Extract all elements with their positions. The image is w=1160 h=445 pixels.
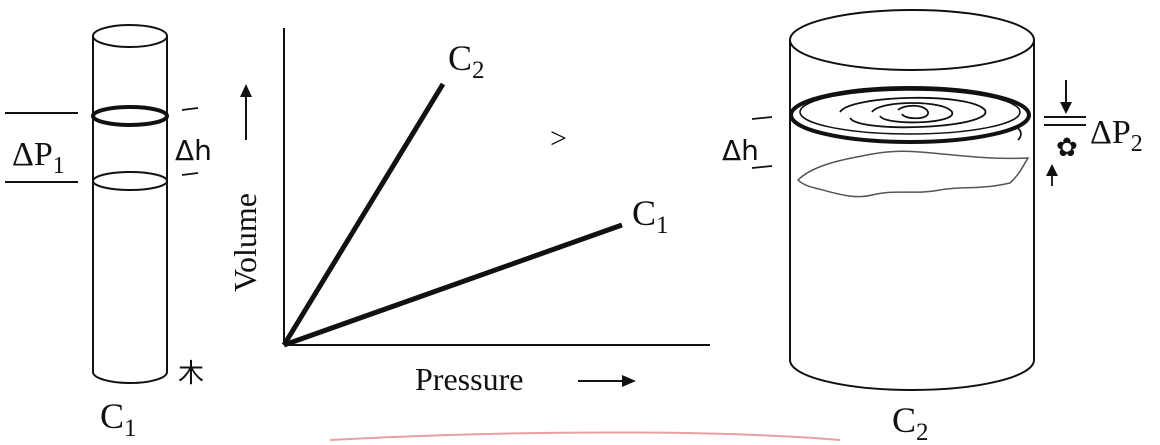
- swirl-ring-2: [871, 102, 953, 124]
- right-dh-tick-top: [751, 116, 773, 120]
- y-axis-arrow-icon: [240, 84, 252, 140]
- y-axis-label: Volume: [227, 193, 263, 292]
- right-water-disk-inner: [799, 89, 1021, 135]
- line-c2: [281, 82, 446, 347]
- left-cylinder-label: C1: [100, 396, 137, 442]
- left-dh-tick-bottom: [181, 172, 199, 176]
- left-delta-h-label: Δh: [175, 134, 212, 167]
- right-cylinder-label: C2: [892, 400, 929, 445]
- right-water-disk-outer: [789, 86, 1031, 144]
- left-cylinder-top-rim: [92, 24, 168, 48]
- right-small-hook-mark: [1011, 126, 1022, 141]
- line-c1-label: C1: [632, 193, 669, 239]
- delta-p2-label: ΔP2: [1090, 114, 1143, 157]
- red-underline-stroke: [329, 431, 841, 441]
- right-cylinder-bottom-rim: [789, 359, 1035, 391]
- right-up-arrow-icon: [1046, 164, 1058, 186]
- compare-symbol: >: [550, 122, 567, 155]
- right-cylinder: ✿ ΔP2 Δh C2: [722, 9, 1143, 445]
- left-lower-level-ring: [92, 171, 168, 191]
- right-down-arrow-icon: [1060, 80, 1072, 114]
- left-dh-tick-top: [181, 107, 199, 111]
- right-lower-water-line: [796, 150, 1030, 198]
- right-scribble-glyph: ✿: [1056, 133, 1078, 163]
- delta-p1-label: ΔP1: [12, 136, 65, 179]
- left-upper-level-ring: [91, 105, 169, 127]
- left-scribble-mark: 木: [178, 359, 204, 389]
- volume-pressure-graph: C2 C1 > Volume Pressure: [227, 28, 710, 397]
- line-c1: [283, 222, 623, 348]
- right-dh-tick-bottom: [751, 165, 773, 169]
- right-delta-h-label: Δh: [722, 134, 759, 167]
- x-axis-label: Pressure: [415, 361, 523, 397]
- left-cylinder: ΔP1 Δh 木 C1: [5, 24, 212, 442]
- right-cylinder-top-rim: [789, 9, 1035, 71]
- swirl-ring-1: [839, 96, 986, 129]
- left-cylinder-bottom-rim: [92, 371, 168, 384]
- line-c2-label: C2: [448, 38, 485, 84]
- swirl-ring-3: [897, 104, 929, 120]
- x-axis-arrow-icon: [578, 375, 636, 387]
